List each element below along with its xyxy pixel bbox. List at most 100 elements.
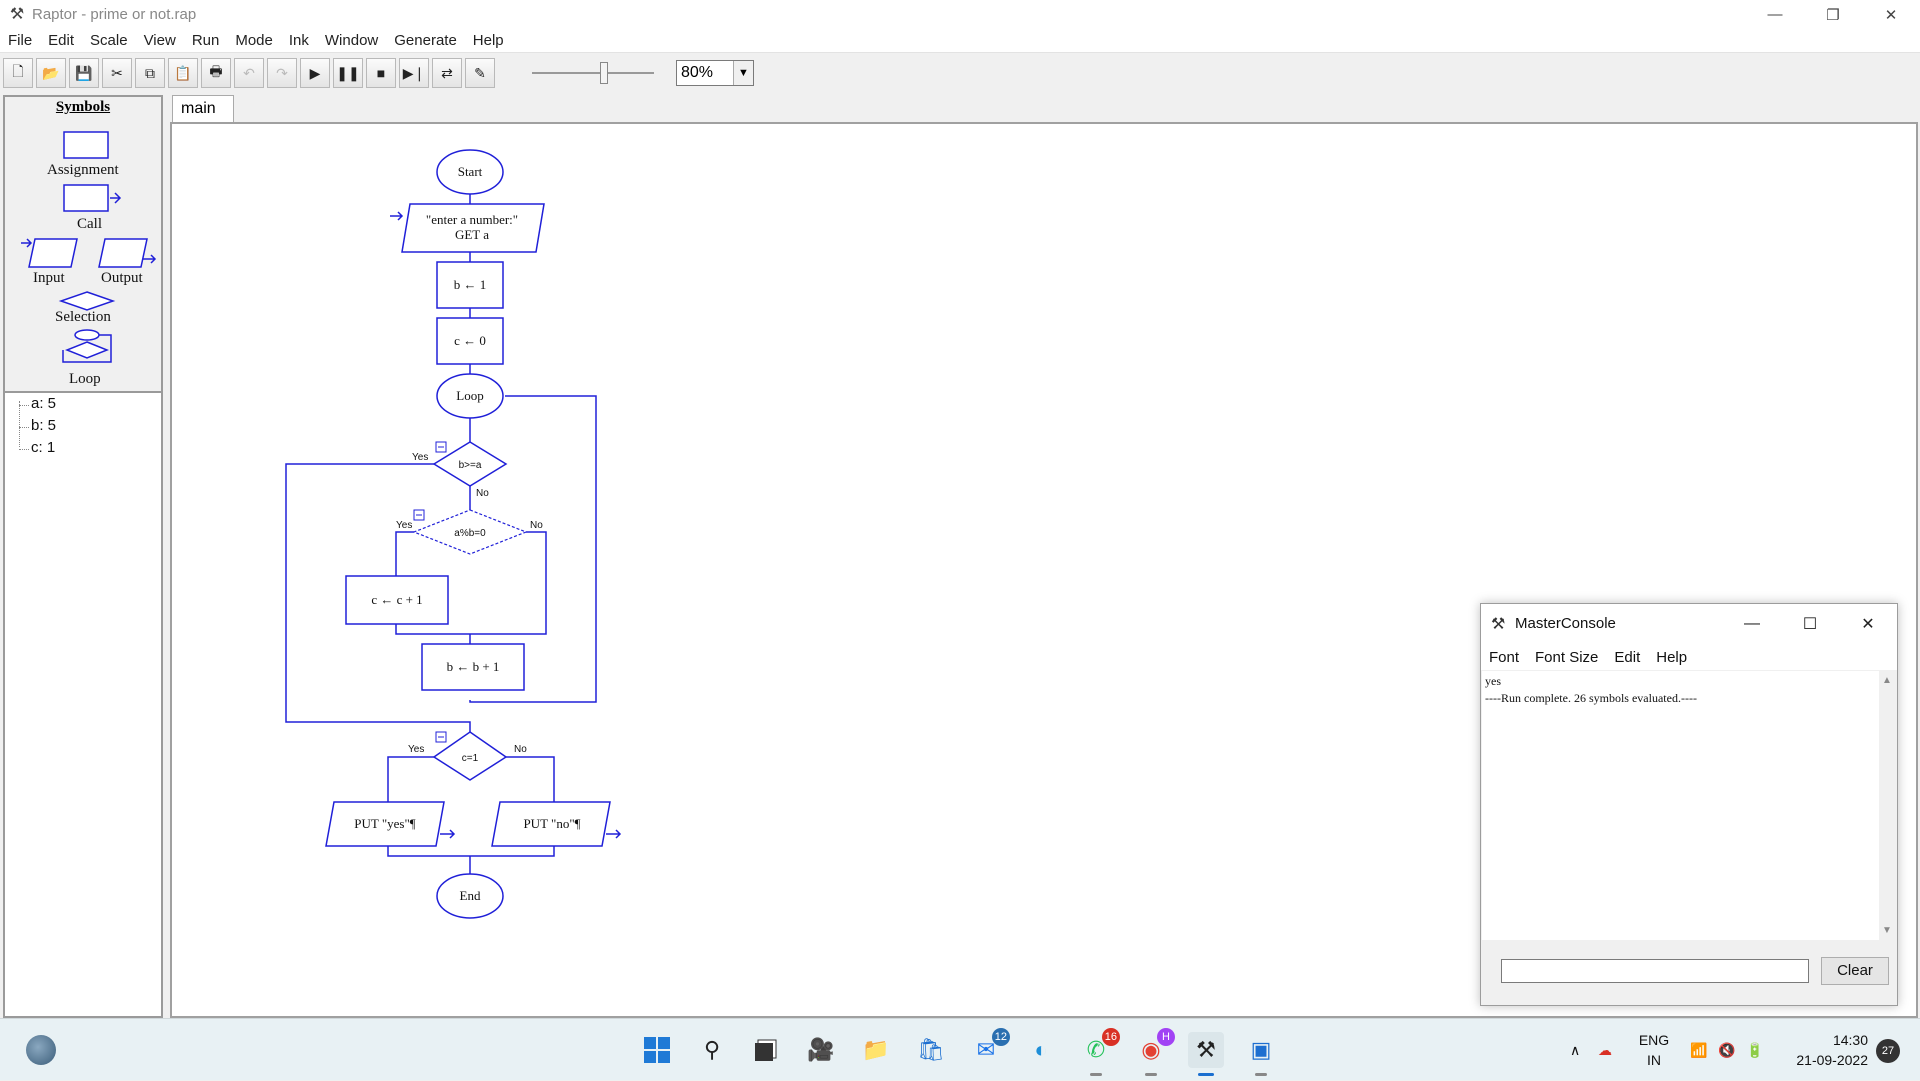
assign-c-symbol[interactable] — [436, 317, 504, 365]
output-yes-symbol[interactable] — [325, 801, 445, 847]
variable-a[interactable]: a: 5 — [31, 395, 57, 412]
console-input[interactable] — [1501, 959, 1809, 983]
region-indicator[interactable]: IN — [1647, 1052, 1661, 1068]
zoom-select[interactable]: 80% ▼ — [676, 60, 754, 86]
redo-icon[interactable]: ↷ — [267, 58, 297, 88]
end-terminal[interactable] — [436, 873, 504, 919]
menu-mode[interactable]: Mode — [235, 32, 273, 49]
print-icon[interactable]: 🖶 — [201, 58, 231, 88]
console-menu-font[interactable]: Font — [1489, 648, 1520, 666]
test-server-icon[interactable]: ⇄ — [432, 58, 462, 88]
output-symbol-icon[interactable] — [97, 235, 161, 271]
condition-c-eq-1[interactable] — [432, 731, 508, 781]
start-terminal[interactable] — [436, 149, 504, 195]
tab-main[interactable]: main — [172, 95, 234, 122]
maximize-icon[interactable]: ☐ — [1802, 616, 1818, 633]
minimize-icon[interactable]: — — [1767, 6, 1783, 23]
restore-icon[interactable]: ❐ — [1826, 6, 1840, 24]
close-icon[interactable]: ✕ — [1861, 616, 1875, 633]
scroll-up-icon[interactable]: ▲ — [1882, 675, 1892, 686]
edge-browser-icon[interactable]: ◐ — [1034, 1037, 1048, 1062]
pause-icon[interactable]: ❚❚ — [333, 58, 363, 88]
clock-time[interactable]: 14:30 — [1832, 1032, 1868, 1048]
console-menu-edit[interactable]: Edit — [1614, 648, 1641, 666]
mail-icon[interactable]: ✉ 12 — [968, 1028, 1010, 1068]
console-taskbar-icon[interactable]: ▣ — [1243, 1032, 1279, 1076]
input-symbol[interactable] — [401, 203, 545, 253]
save-icon[interactable]: 💾 — [69, 58, 99, 88]
menu-help[interactable]: Help — [472, 32, 504, 49]
console-output[interactable]: yes ----Run complete. 26 symbols evaluat… — [1482, 671, 1880, 940]
console-menu-help[interactable]: Help — [1656, 648, 1688, 666]
open-folder-icon[interactable]: 📂 — [36, 58, 66, 88]
selection-symbol-icon[interactable] — [57, 290, 117, 312]
menu-view[interactable]: View — [143, 32, 176, 49]
menu-generate[interactable]: Generate — [394, 32, 457, 49]
output-no-symbol[interactable] — [491, 801, 611, 847]
menu-file[interactable]: File — [8, 32, 33, 49]
stop-icon[interactable]: ■ — [366, 58, 396, 88]
cond1-yes-label: Yes — [412, 452, 428, 463]
input-symbol-icon[interactable] — [19, 235, 81, 271]
file-explorer-icon[interactable]: 📁 — [862, 1037, 890, 1062]
assign-c-inc-symbol[interactable] — [345, 575, 449, 625]
teams-chat-icon[interactable]: 🎥 — [807, 1037, 835, 1062]
assign-b-symbol[interactable] — [436, 261, 504, 309]
console-scrollbar[interactable]: ▲ ▼ — [1879, 671, 1896, 940]
console-menu-font-size[interactable]: Font Size — [1535, 648, 1599, 666]
ink-pen-icon[interactable]: ✎ — [465, 58, 495, 88]
slider-thumb[interactable] — [600, 62, 608, 84]
variables-panel: a: 5 b: 5 c: 1 — [3, 391, 163, 1018]
console-output-line: yes — [1485, 674, 1501, 688]
weather-icon[interactable] — [26, 1035, 56, 1065]
menu-ink[interactable]: Ink — [288, 32, 309, 49]
close-icon[interactable]: ✕ — [1884, 6, 1898, 24]
show-hidden-icons-icon[interactable]: ∧ — [1570, 1041, 1581, 1058]
task-view-icon[interactable] — [748, 1032, 784, 1068]
raptor-taskbar-icon[interactable]: ⚒ — [1188, 1032, 1224, 1076]
loop-symbol-icon[interactable] — [57, 328, 117, 368]
menu-run[interactable]: Run — [191, 32, 220, 49]
master-console-window: ⚒ MasterConsole — ☐ ✕ Font Font Size Edi… — [1480, 603, 1898, 1006]
assignment-symbol-icon[interactable] — [62, 130, 112, 162]
run-play-icon[interactable]: ▶ — [300, 58, 330, 88]
step-icon[interactable]: ▶❘ — [399, 58, 429, 88]
variable-b[interactable]: b: 5 — [31, 417, 57, 434]
condition-a-mod-b[interactable] — [412, 509, 528, 555]
paste-icon[interactable]: 📋 — [168, 58, 198, 88]
wifi-icon[interactable]: 📶 — [1690, 1041, 1708, 1058]
assign-b-inc-symbol[interactable] — [421, 643, 525, 691]
windows-start-icon[interactable] — [639, 1032, 675, 1068]
notification-badge[interactable]: 27 — [1876, 1039, 1900, 1063]
search-icon[interactable]: ⚲ — [703, 1037, 721, 1062]
cut-icon[interactable]: ✂ — [102, 58, 132, 88]
slider-track — [532, 72, 654, 74]
undo-icon[interactable]: ↶ — [234, 58, 264, 88]
speaker-muted-icon[interactable]: 🔇 — [1718, 1041, 1736, 1058]
variable-c[interactable]: c: 1 — [31, 439, 56, 456]
network-error-icon[interactable]: ☁ — [1598, 1041, 1612, 1058]
menu-edit[interactable]: Edit — [48, 32, 75, 49]
menu-scale[interactable]: Scale — [90, 32, 128, 49]
chevron-down-icon[interactable]: ▼ — [733, 61, 753, 85]
loop-symbol[interactable] — [436, 373, 504, 419]
scroll-down-icon[interactable]: ▼ — [1882, 925, 1892, 936]
clear-button[interactable]: Clear — [1821, 957, 1889, 985]
assign-c-inc-text: c ← c + 1 — [371, 592, 422, 607]
microsoft-store-icon[interactable]: 🛍 — [917, 1037, 945, 1062]
call-symbol-icon[interactable] — [62, 183, 128, 217]
condition-b-ge-a[interactable] — [432, 441, 508, 487]
console-window-controls: — ☐ ✕ — [1723, 604, 1897, 644]
chrome-icon[interactable]: ◉ H — [1133, 1028, 1175, 1076]
battery-icon[interactable]: 🔋 — [1746, 1041, 1764, 1058]
menu-window[interactable]: Window — [324, 32, 379, 49]
flowchart: Start "enter a number:" GET a b ← 1 c ← … — [285, 149, 622, 919]
clock-date[interactable]: 21-09-2022 — [1796, 1052, 1868, 1068]
new-file-icon[interactable]: 🗋 — [3, 58, 33, 88]
minimize-icon[interactable]: — — [1744, 615, 1760, 632]
speed-slider[interactable] — [528, 58, 658, 88]
whatsapp-icon[interactable]: ✆ 16 — [1078, 1028, 1120, 1076]
copy-icon[interactable]: ⧉ — [135, 58, 165, 88]
language-indicator[interactable]: ENG — [1638, 1032, 1670, 1048]
assignment-label: Assignment — [47, 162, 119, 178]
